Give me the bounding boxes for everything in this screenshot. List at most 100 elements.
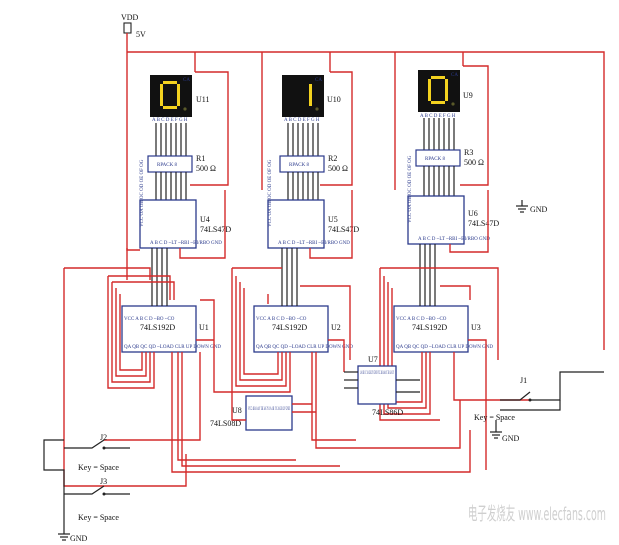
display-pin-wires (155, 118, 455, 156)
counter-u3: VCC A B C D ~BO ~CO 74LS192D QA QB QC QD… (393, 305, 493, 353)
decoder-part: 74LS47D (200, 225, 231, 234)
display-digits (160, 76, 455, 111)
switch-key: Key = Space (78, 463, 119, 472)
display-pins: A B C D E F G H (420, 114, 456, 119)
segment-c (177, 95, 180, 106)
segment-c (309, 95, 312, 106)
switch-j1[interactable]: J1 Key = Space (474, 371, 604, 422)
decimal-point (315, 107, 319, 111)
vdd-rail (127, 51, 605, 350)
rpack-ref: R1 (196, 154, 205, 163)
counter-u1: VCC A B C D ~BO ~CO 74LS192D QA QB QC QD… (121, 305, 221, 353)
rpack-value: 500 Ω (196, 164, 216, 173)
counter-top-pins: VCC A B C D ~BO ~CO (124, 317, 175, 322)
counter-bottom-pins: QA QB QC QD ~LOAD CLR UP DOWN GND (396, 345, 493, 350)
counter-ref: U1 (199, 323, 209, 332)
segment-d (431, 101, 445, 104)
switch-ref: J2 (100, 433, 107, 442)
segment-b (309, 84, 312, 95)
segment-e (428, 90, 431, 101)
switch-ref: J1 (520, 376, 527, 385)
rpack-decoder-wires (155, 166, 455, 200)
decoder-top-pins: VCC OA OB OC OD OE OF OG (268, 159, 273, 227)
and-ref: U8 (232, 406, 242, 415)
resistor-pack-r1: RPACK 8 R1 500 Ω (147, 154, 216, 173)
decoder-top-pins: VCC OA OB OC OD OE OF OG (140, 159, 145, 227)
ground-symbol-mid: GND (490, 420, 520, 443)
xor-gate-u7: 1A 1B 1Y 2A 2B 2Y GND VCC 4B 4A 4Y 3B 3A… (357, 355, 403, 417)
resistor-pack-r2: RPACK 8 R2 500 Ω (279, 154, 348, 173)
segment-c (445, 90, 448, 101)
segment-d (163, 106, 177, 109)
display-ref: U11 (196, 95, 209, 104)
switch-j3[interactable]: J3 Key = Space (64, 477, 130, 522)
decoder-part: 74LS47D (468, 219, 499, 228)
rpack-label: RPACK 8 (289, 163, 309, 168)
segment-a (431, 76, 445, 79)
and-gate-u8: VCC 4B 4A 4Y 3B 3A 3Y 1A 1B 1Y 2A 2B 2Y … (210, 395, 293, 431)
vdd-label: VDD (121, 13, 139, 22)
decoder-top-pins: VCC OA OB OC OD OE OF OG (408, 155, 413, 223)
segment-f (160, 84, 163, 95)
counter-part: 74LS192D (140, 323, 175, 332)
xor-part: 74LS86D (372, 408, 403, 417)
decoder-u4: VCC OA OB OC OD OE OF OG A B C D ~LT ~RB… (139, 159, 231, 249)
display-pins: A B C D E F G H (152, 118, 188, 123)
vdd-value: 5V (136, 30, 146, 39)
counter-part: 74LS192D (272, 323, 307, 332)
rpack-value: 500 Ω (464, 158, 484, 167)
decoder-u5: VCC OA OB OC OD OE OF OG A B C D ~LT ~RB… (267, 159, 359, 249)
rpack-label: RPACK 8 (157, 163, 177, 168)
decoder-bottom-pins: A B C D ~LT ~RBI ~BI/RBO GND (418, 237, 490, 242)
rpack-label: RPACK 8 (425, 157, 445, 162)
rpack-ref: R3 (464, 148, 473, 157)
decoder-u6: VCC OA OB OC OD OE OF OG A B C D ~LT ~RB… (407, 155, 499, 245)
vdd-source: VDD 5V (121, 13, 146, 52)
decoder-ref: U4 (200, 215, 210, 224)
ground-symbol-bottom: GND (58, 530, 88, 543)
decoder-bottom-pins: A B C D ~LT ~RBI ~BI/RBO GND (278, 241, 350, 246)
ground-symbol-right: GND (516, 200, 548, 214)
display-tag: CA (183, 78, 190, 83)
watermark: 电子发烧友 www.elecfans.com (468, 504, 606, 525)
counter-ref: U3 (471, 323, 481, 332)
and-pins: VCC 4B 4A 4Y 3B 3A 3Y 1A 1B 1Y 2A 2B 2Y … (248, 407, 290, 412)
ground-label: GND (502, 434, 520, 443)
segment-e (160, 95, 163, 106)
counter-top-pins: VCC A B C D ~BO ~CO (256, 317, 307, 322)
rpack-value: 500 Ω (328, 164, 348, 173)
display-pins: A B C D E F G H (284, 118, 320, 123)
decimal-point (183, 107, 187, 111)
switch-key: Key = Space (474, 413, 515, 422)
counter-top-pins: VCC A B C D ~BO ~CO (396, 317, 447, 322)
and-part: 74LS08D (210, 419, 241, 428)
display-tag: CA (315, 78, 322, 83)
counter-part: 74LS192D (412, 323, 447, 332)
counter-u2: VCC A B C D ~BO ~CO 74LS192D QA QB QC QD… (253, 305, 353, 353)
counter-bottom-pins: QA QB QC QD ~LOAD CLR UP DOWN GND (124, 345, 221, 350)
decoder-ref: U5 (328, 215, 338, 224)
counter-bottom-pins: QA QB QC QD ~LOAD CLR UP DOWN GND (256, 345, 353, 350)
switch-ref: J3 (100, 477, 107, 486)
segment-b (177, 84, 180, 95)
rpack-ref: R2 (328, 154, 337, 163)
decoder-ref: U6 (468, 209, 478, 218)
ground-label: GND (70, 534, 88, 543)
counter-decoder-wires (151, 244, 436, 306)
counter-ref: U2 (331, 323, 341, 332)
segment-f (428, 79, 431, 90)
segment-b (445, 79, 448, 90)
display-ref: U10 (327, 95, 341, 104)
decoder-bottom-pins: A B C D ~LT ~RBI ~BI/RBO GND (150, 241, 222, 246)
switch-j2[interactable]: J2 Key = Space (64, 433, 130, 472)
display-ref: U9 (463, 91, 473, 100)
decimal-point (451, 102, 455, 106)
resistor-pack-r3: RPACK 8 R3 500 Ω (415, 148, 484, 167)
xor-pins: 1A 1B 1Y 2A 2B 2Y GND VCC 4B 4A 4Y 3B 3A… (360, 371, 394, 376)
segment-a (163, 81, 177, 84)
switch-key: Key = Space (78, 513, 119, 522)
xor-ref: U7 (368, 355, 378, 364)
display-tag: CA (451, 73, 458, 78)
ground-label: GND (530, 205, 548, 214)
